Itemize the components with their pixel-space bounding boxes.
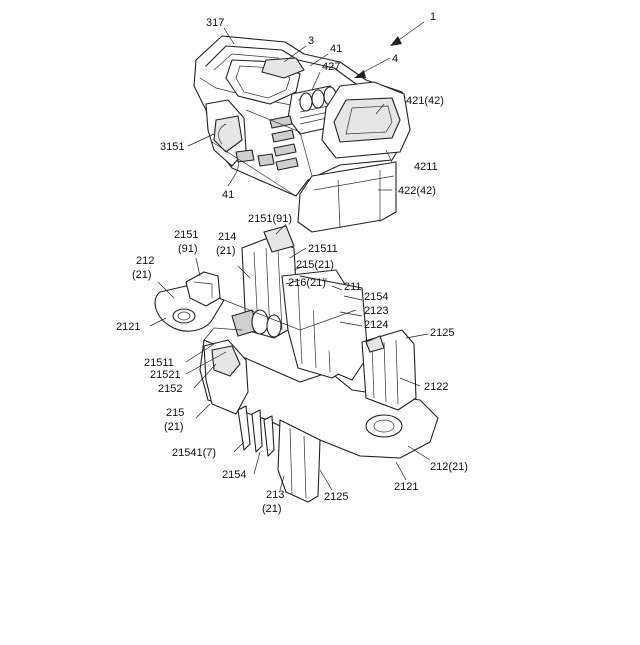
label-3151: 3151	[160, 141, 184, 153]
label-2151-91-top: 2151(91)	[248, 213, 292, 225]
label-41-bottom: 41	[222, 189, 234, 201]
label-216-21: 216(21)	[288, 277, 326, 289]
assembly-arrow	[390, 22, 424, 46]
label-2154-top: 2154	[364, 291, 388, 303]
label-2151: 2151	[174, 229, 198, 241]
label-2125-bottom: 2125	[324, 491, 348, 503]
label-2154-bottom: 2154	[222, 469, 246, 481]
label-2121-left: 2121	[116, 321, 140, 333]
label-2121-right: 2121	[394, 481, 418, 493]
label-4: 4	[392, 53, 398, 65]
label-2152: 2152	[158, 383, 182, 395]
label-21541-7: 21541(7)	[172, 447, 216, 459]
label-21-b: (21)	[132, 269, 152, 281]
label-21511-left: 21511	[144, 357, 174, 369]
label-212-21: 212(21)	[430, 461, 468, 473]
label-21521: 21521	[150, 369, 181, 381]
label-21-d: (21)	[262, 503, 282, 515]
label-211: 211	[344, 281, 362, 293]
label-1: 1	[430, 11, 436, 23]
label-21-c: (21)	[164, 421, 184, 433]
label-2122: 2122	[424, 381, 448, 393]
label-215-21-top: 215(21)	[296, 259, 334, 271]
label-213: 213	[266, 489, 284, 501]
part-4-arrow	[354, 58, 390, 78]
label-215: 215	[166, 407, 184, 419]
label-2123: 2123	[364, 305, 388, 317]
label-41-top: 41	[330, 43, 342, 55]
label-4211: 4211	[414, 161, 438, 173]
label-21-a: (21)	[216, 245, 236, 257]
label-21511-top: 21511	[308, 243, 338, 255]
label-3: 3	[308, 35, 314, 47]
label-317: 317	[206, 17, 224, 29]
label-422-42: 422(42)	[398, 185, 436, 197]
cover-assembly	[194, 36, 410, 232]
label-91: (91)	[178, 243, 198, 255]
label-421-42: 421(42)	[406, 95, 444, 107]
label-214: 214	[218, 231, 236, 243]
label-2124: 2124	[364, 319, 388, 331]
label-427: 427	[322, 61, 340, 73]
label-212: 212	[136, 255, 154, 267]
label-2125-right: 2125	[430, 327, 454, 339]
